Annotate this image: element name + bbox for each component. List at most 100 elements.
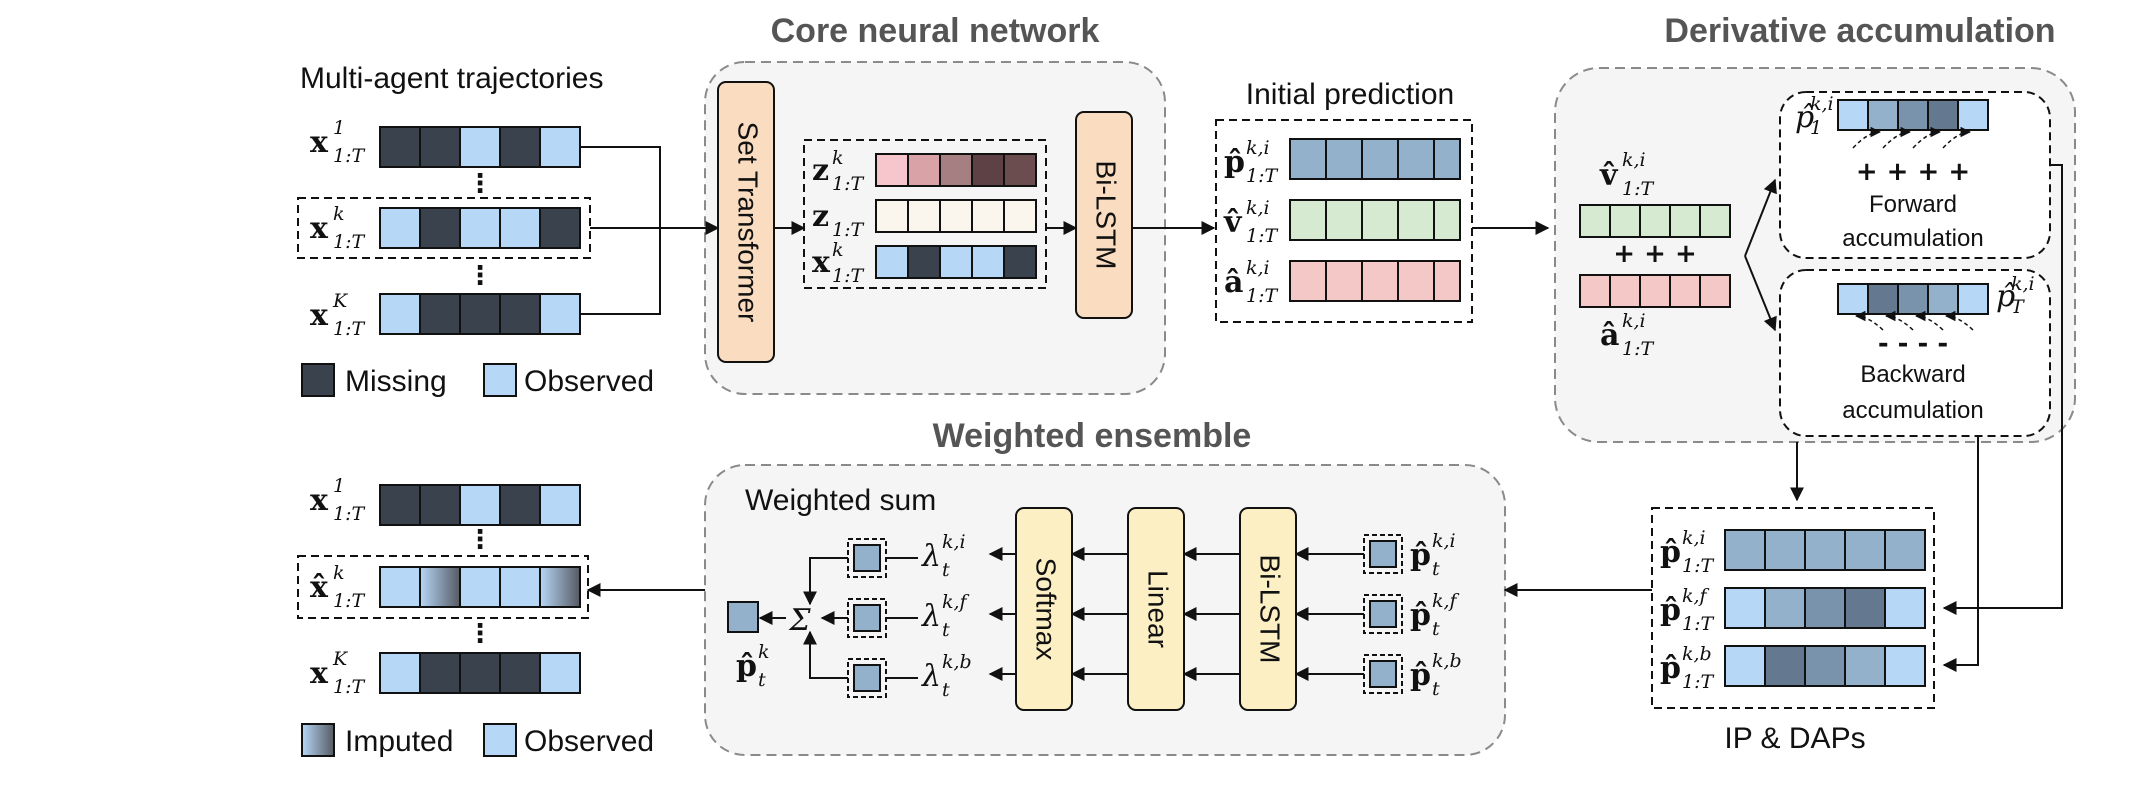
- ellipsis-2: ⋮: [467, 261, 493, 291]
- svg-text:T: T: [2011, 296, 2025, 318]
- output-xK: x K 1:T: [310, 648, 581, 698]
- svg-text:v̂: v̂: [1599, 158, 1619, 193]
- svg-text:1:T: 1:T: [1682, 613, 1714, 635]
- svg-text:1:T: 1:T: [832, 219, 864, 241]
- title-trajectories: Multi-agent trajectories: [300, 62, 603, 95]
- latent-zk: z k 1:T: [812, 147, 1037, 195]
- svg-text:x̂: x̂: [310, 570, 329, 605]
- ensemble-panel: [704, 464, 1506, 756]
- ellipsis-1: ⋮: [467, 169, 493, 199]
- svg-text:1:T: 1:T: [1622, 338, 1654, 360]
- backward-minus-signs: - - - -: [1878, 329, 1948, 359]
- forward-label-2: accumulation: [1842, 225, 1983, 252]
- svg-text:1:T: 1:T: [1682, 671, 1714, 693]
- svg-text:k,i: k,i: [942, 531, 966, 553]
- svg-text:K: K: [332, 290, 349, 312]
- svg-text:k,b: k,b: [1682, 643, 1712, 665]
- svg-text:1: 1: [333, 117, 345, 139]
- svg-text:K: K: [332, 648, 349, 670]
- forward-label-1: Forward: [1869, 191, 1957, 218]
- svg-text:t: t: [942, 559, 950, 581]
- bilstm-module: [1075, 111, 1133, 319]
- svg-text:k: k: [333, 203, 345, 225]
- svg-text:k: k: [333, 562, 345, 584]
- svg-text:k: k: [758, 641, 770, 663]
- lambda-f: λ k,f t: [921, 591, 970, 641]
- title-core-network: Core neural network: [771, 12, 1100, 50]
- svg-text:1:T: 1:T: [1246, 165, 1278, 187]
- svg-text:x: x: [812, 245, 831, 280]
- svg-text:z: z: [812, 153, 829, 188]
- svg-text:p̂: p̂: [1224, 145, 1245, 180]
- title-weighted-ensemble: Weighted ensemble: [933, 417, 1252, 455]
- output-xk-imputed: x̂ k 1:T: [310, 562, 581, 612]
- linear-module: [1127, 507, 1185, 711]
- svg-text:1:T: 1:T: [1682, 555, 1714, 577]
- softmax-label: Softmax: [1031, 558, 1062, 661]
- set-transformer-module: [717, 81, 775, 363]
- svg-text:p̂: p̂: [736, 649, 757, 684]
- plus-signs: + + +: [1613, 239, 1696, 269]
- svg-text:â: â: [1224, 265, 1243, 300]
- ellipsis-4: ⋮: [467, 619, 493, 649]
- svg-text:x: x: [310, 483, 329, 518]
- svg-text:k,b: k,b: [1432, 650, 1462, 672]
- svg-text:λ: λ: [921, 539, 941, 574]
- legend-imputed-swatch: [301, 723, 335, 757]
- title-initial-prediction: Initial prediction: [1246, 78, 1454, 111]
- svg-text:k,i: k,i: [1246, 137, 1270, 159]
- ensemble-output-p: p̂ k t: [727, 601, 770, 691]
- connector-xK: [580, 228, 661, 315]
- trajectory-xK: x K 1:T: [310, 290, 581, 340]
- svg-text:p̂: p̂: [1660, 535, 1681, 570]
- trajectory-xk: x k 1:T: [310, 203, 581, 253]
- svg-text:x: x: [310, 125, 329, 160]
- initial-a: â k,i 1:T: [1224, 257, 1461, 307]
- deriv-v: v̂ k,i 1:T: [1579, 149, 1731, 238]
- svg-text:λ: λ: [921, 599, 941, 634]
- set-transformer-label: Set Transformer: [733, 122, 764, 323]
- legend-observed-2: Observed: [524, 725, 654, 758]
- arrow-forward-to-dap: [1942, 164, 2063, 615]
- svg-text:1:T: 1:T: [333, 318, 365, 340]
- svg-text:k,b: k,b: [942, 651, 972, 673]
- initial-p: p̂ k,i 1:T: [1224, 137, 1461, 187]
- lambda-i: λ k,i t: [921, 531, 966, 581]
- imputed-agent-box: [297, 555, 589, 619]
- svg-text:1:T: 1:T: [832, 173, 864, 195]
- svg-text:x: x: [310, 656, 329, 691]
- svg-text:k,i: k,i: [1810, 93, 1834, 115]
- svg-text:1:T: 1:T: [333, 145, 365, 167]
- bilstm-label: Bi-LSTM: [1091, 161, 1122, 270]
- svg-text:t: t: [942, 679, 950, 701]
- arrow-sum-3: [803, 630, 848, 679]
- svg-text:1:T: 1:T: [1246, 225, 1278, 247]
- backward-label-2: accumulation: [1842, 397, 1983, 424]
- svg-text:k,i: k,i: [1682, 527, 1706, 549]
- svg-text:k,i: k,i: [1246, 197, 1270, 219]
- svg-text:1:T: 1:T: [333, 503, 365, 525]
- svg-text:1:T: 1:T: [1246, 285, 1278, 307]
- svg-text:p̂: p̂: [1410, 598, 1431, 633]
- title-ip-daps: IP & DAPs: [1724, 722, 1865, 755]
- svg-text:k: k: [832, 239, 844, 261]
- lambda-b: λ k,b t: [921, 651, 972, 701]
- arrow-sum-1: [803, 557, 848, 606]
- svg-text:k,i: k,i: [1622, 149, 1646, 171]
- svg-text:k,f: k,f: [942, 591, 970, 613]
- svg-text:t: t: [1432, 558, 1440, 580]
- svg-text:1: 1: [333, 475, 345, 497]
- arrow-to-backward: [1744, 255, 1777, 332]
- svg-text:t: t: [1432, 678, 1440, 700]
- backward-pT-label: p̂: [1996, 279, 2015, 314]
- dap-pb: p̂ k,b 1:T: [1660, 643, 1926, 693]
- latent-xk: x k 1:T: [812, 239, 1037, 287]
- legend-missing-swatch: [301, 363, 335, 397]
- ip-daps-box: [1651, 507, 1935, 709]
- forward-accumulation-box: [1779, 91, 2051, 259]
- initial-v: v̂ k,i 1:T: [1223, 197, 1461, 247]
- legend-imputed: Imputed: [345, 725, 453, 758]
- weighted-p-1: [847, 538, 887, 578]
- svg-text:1:T: 1:T: [832, 265, 864, 287]
